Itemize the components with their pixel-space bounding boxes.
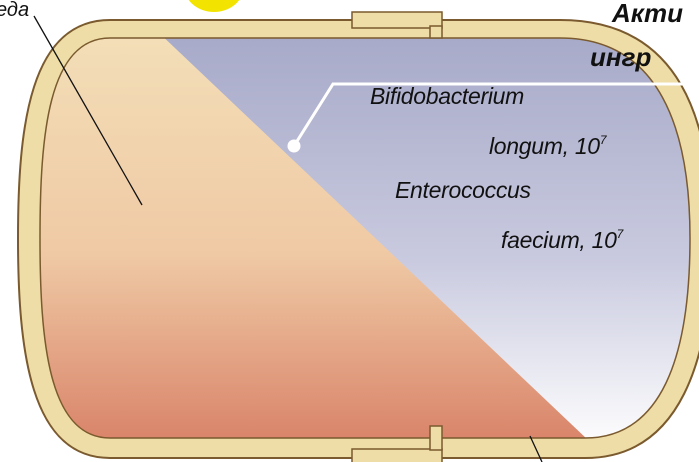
ingredient-callout-dot: [288, 140, 301, 153]
ingredient-2-dose: faecium, 107: [501, 227, 625, 253]
yellow-accent-shape: [184, 0, 244, 12]
header-line-2: ингр: [590, 42, 651, 72]
ingredient-1-name: Bifidobacterium: [370, 83, 524, 109]
ingredient-2-name: Enterococcus: [395, 177, 532, 203]
header-line-1: Акти: [611, 0, 683, 28]
top-left-label: еда: [0, 0, 29, 21]
ingredient-1-dose: longum, 107: [489, 133, 608, 159]
